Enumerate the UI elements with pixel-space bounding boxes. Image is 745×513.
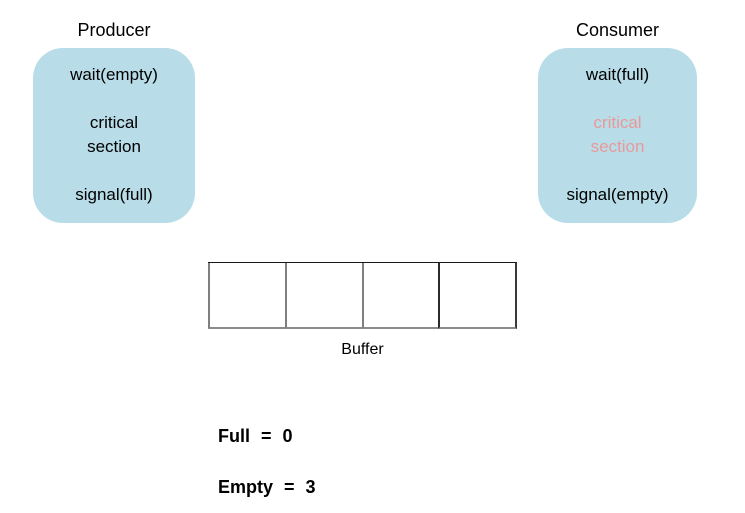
producer-title: Producer	[77, 20, 151, 40]
producer-step-critical-section: critical section	[87, 113, 141, 156]
buffer-cell-2	[284, 263, 362, 329]
consumer-title: Consumer	[575, 20, 660, 40]
buffer-cell-3	[361, 263, 439, 329]
buffer-label: Buffer	[341, 341, 384, 358]
consumer-step-signal: signal(empty)	[566, 185, 669, 204]
consumer-box: wait(full) critical section signal(empty…	[538, 48, 697, 223]
producer-step-signal: signal(full)	[75, 185, 153, 204]
consumer-step-critical-section: critical section	[590, 113, 645, 156]
consumer-step-wait: wait(full)	[585, 65, 650, 84]
producer-box: wait(empty) critical section signal(full…	[33, 48, 195, 223]
producer-step-wait: wait(empty)	[70, 65, 158, 84]
buffer-cell-1	[208, 263, 285, 329]
full-counter: Full = 0	[218, 426, 293, 446]
buffer-cells	[208, 262, 517, 329]
buffer-cell-4	[438, 263, 517, 329]
empty-counter: Empty = 3	[218, 477, 316, 497]
